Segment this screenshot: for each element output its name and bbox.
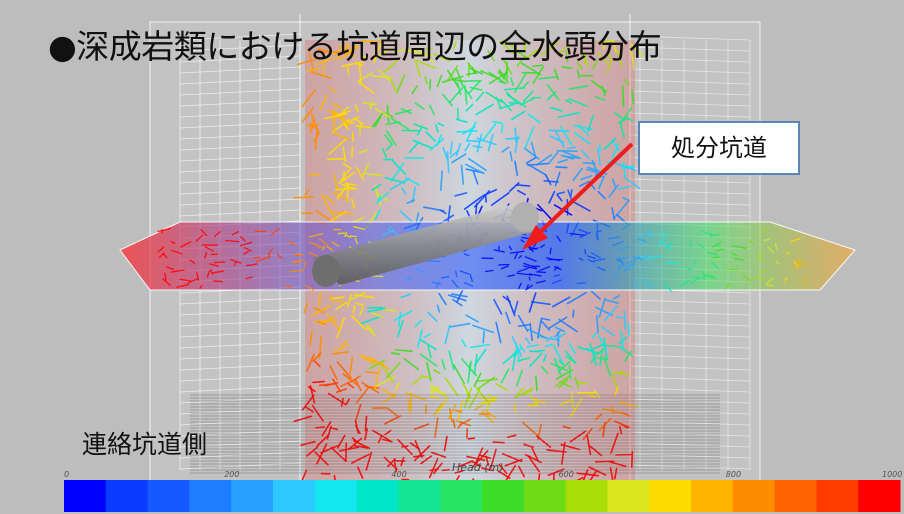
floor-mesh	[190, 394, 720, 474]
colorbar-segment	[607, 480, 650, 512]
horizontal-section-plane	[119, 221, 856, 291]
colorbar-segment	[565, 480, 608, 512]
colorbar-segment	[649, 480, 692, 512]
colorbar-tick-label: 200	[224, 470, 240, 479]
head-colorbar	[64, 480, 901, 512]
colorbar-segment	[356, 480, 399, 512]
figure-title: ●深成岩類における坑道周辺の全水頭分布	[48, 27, 662, 66]
colorbar-tick-label: 0	[64, 470, 70, 479]
colorbar-segment	[858, 480, 901, 512]
pointer-arrow	[522, 142, 634, 250]
disposal-tunnel-callout: 処分坑道	[638, 121, 800, 175]
colorbar-segment	[64, 480, 107, 512]
colorbar-segment	[314, 480, 358, 512]
colorbar-segment	[147, 480, 190, 512]
colorbar-segment	[440, 480, 483, 512]
colorbar-tick-label: 400	[391, 470, 407, 479]
colorbar-tick-label: 600	[558, 470, 574, 479]
colorbar-segment	[774, 480, 817, 512]
colorbar-segment	[273, 480, 316, 512]
connecting-tunnel-side-label: 連絡坑道側	[82, 430, 208, 459]
colorbar-segment	[398, 480, 441, 512]
colorbar-segment	[105, 480, 149, 512]
colorbar-segment	[523, 480, 567, 512]
colorbar-segment	[482, 480, 525, 512]
colorbar-tick-label: 800	[725, 470, 742, 479]
colorbar-segment	[816, 480, 859, 512]
colorbar-tick-label: 1000	[882, 470, 903, 479]
colorbar-segment	[691, 480, 734, 512]
disposal-tunnel	[312, 202, 540, 287]
colorbar-axis-label: Head (m)	[452, 461, 504, 474]
colorbar-segment	[189, 480, 232, 512]
colorbar-segment	[231, 480, 274, 512]
colorbar-segment	[732, 480, 776, 512]
